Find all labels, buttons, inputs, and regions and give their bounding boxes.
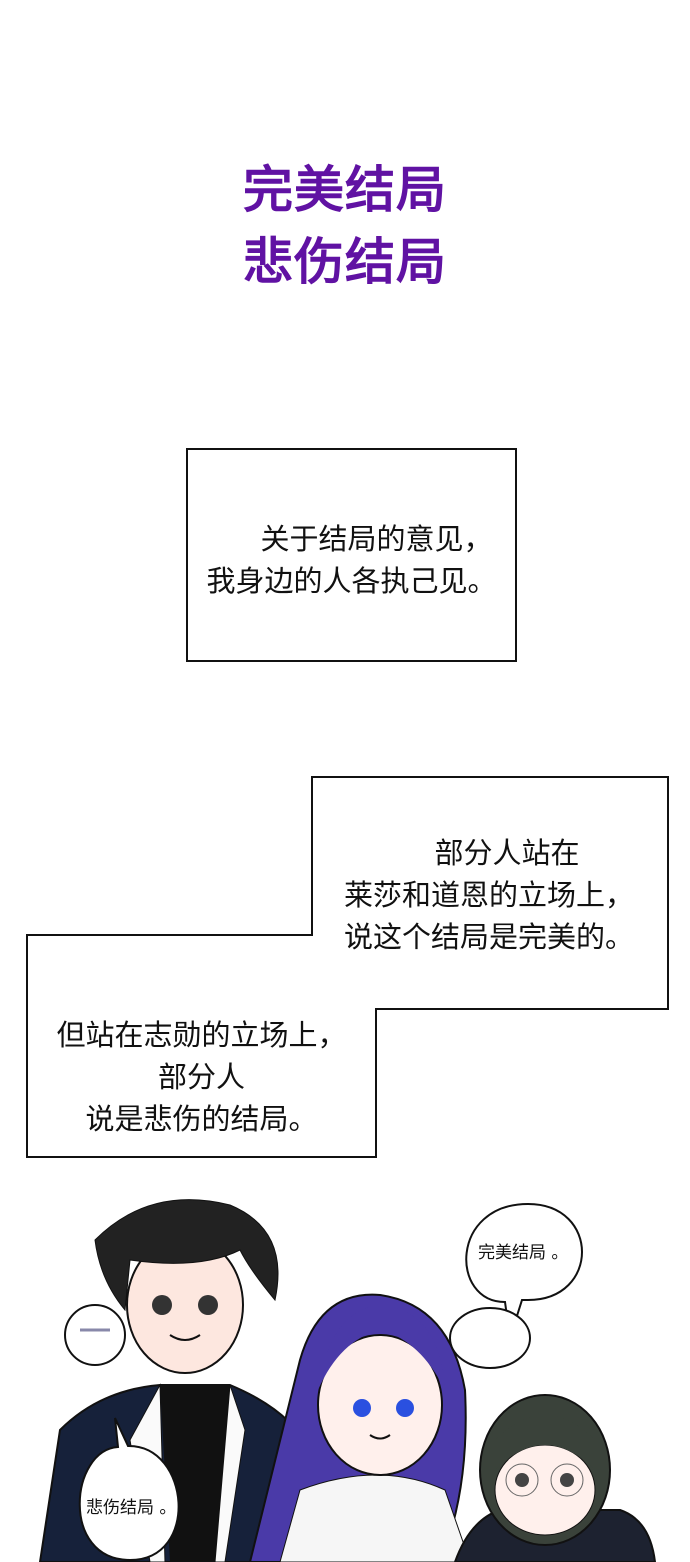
caption-box-2-left-border bbox=[311, 776, 313, 936]
caption-line: 部分人 bbox=[157, 1060, 245, 1094]
illustration-three-characters bbox=[38, 1199, 657, 1562]
caption-line: 部分人站在 bbox=[434, 836, 580, 870]
speech-bubble-right-text: 完美结局 。 bbox=[478, 1243, 569, 1263]
caption-box-2: 部分人站在 莱莎和道恩的立场上， 说这个结局是完美的。 bbox=[311, 776, 669, 1010]
ghost-mascot-right bbox=[449, 1307, 531, 1369]
character-girl-purple-hair bbox=[248, 1293, 471, 1562]
caption-line: 但站在志勋的立场上， bbox=[56, 1018, 347, 1052]
caption-box-2-bottom-border bbox=[375, 1008, 669, 1010]
caption-line: 莱莎和道恩的立场上， bbox=[343, 878, 634, 912]
ghost-mascot-left bbox=[64, 1304, 126, 1366]
caption-box-1: 关于结局的意见， 我身边的人各执己见。 bbox=[186, 448, 517, 662]
title-line-2: 悲伤结局 bbox=[243, 233, 447, 291]
speech-bubble-left-text: 悲伤结局 。 bbox=[86, 1498, 177, 1518]
speech-bubble-left bbox=[78, 1417, 180, 1562]
caption-line: 关于结局的意见， bbox=[260, 522, 493, 556]
title-line-1: 完美结局 bbox=[243, 161, 447, 219]
character-girl-glasses bbox=[453, 1394, 657, 1562]
caption-line: 我身边的人各执己见。 bbox=[206, 564, 497, 598]
caption-line: 说这个结局是完美的。 bbox=[343, 920, 634, 954]
caption-line: 说是悲伤的结局。 bbox=[85, 1102, 318, 1136]
